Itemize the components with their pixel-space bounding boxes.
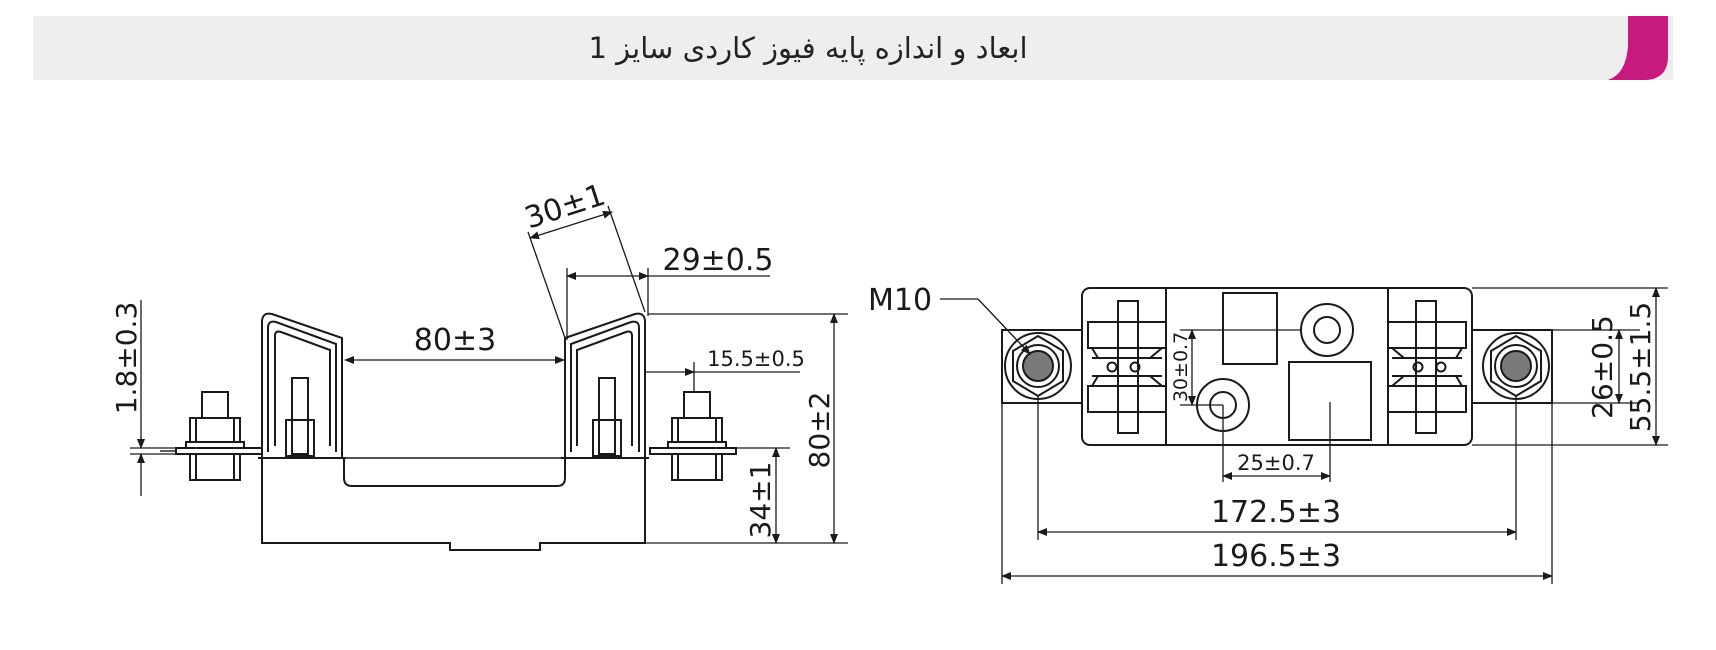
dim-26-05: 26±0.5 (1586, 315, 1619, 419)
dim-80-3: 80±3 (414, 323, 496, 358)
dim-1-8: 1.8±0.3 (110, 302, 143, 415)
dim-172-5: 172.5±3 (1211, 495, 1341, 530)
dim-196-5: 196.5±3 (1211, 539, 1341, 574)
top-view (1001, 287, 1553, 446)
dim-15-5: 15.5±0.5 (707, 347, 805, 371)
side-view-dimensions (130, 205, 848, 544)
label-m10: M10 (868, 283, 932, 318)
left-nut (1004, 332, 1072, 400)
page-title: ابعاد و اندازه پایه فیوز کاردی سایز 1 (588, 31, 1028, 65)
side-view-labels: 80±3 30±1 29±0.5 15.5±0.5 1.8±0.3 80±2 3… (110, 178, 836, 539)
dim-30-07: 30±0.7 (1170, 332, 1192, 402)
right-clip (561, 312, 649, 459)
right-bolt (649, 391, 737, 481)
left-clip (258, 312, 346, 459)
upper-pocket (1222, 292, 1278, 365)
header-band: ابعاد و اندازه پایه فیوز کاردی سایز 1 (33, 16, 1673, 80)
side-view (160, 312, 737, 551)
left-terminal-tab (1001, 329, 1083, 404)
left-contact-clip (1087, 300, 1167, 434)
right-terminal-tab (1471, 329, 1553, 404)
dim-25-07: 25±0.7 (1237, 451, 1315, 475)
dim-80-2: 80±2 (803, 392, 836, 469)
accent-tab (1508, 16, 1668, 80)
dim-29-05: 29±0.5 (662, 243, 773, 278)
right-nut (1482, 332, 1550, 400)
upper-mounting-hole (1300, 303, 1354, 357)
right-contact-clip (1387, 300, 1467, 434)
top-view-dimensions (940, 287, 1668, 584)
left-bolt (160, 391, 263, 481)
top-view-labels: M10 30±0.7 25±0.7 26±0.5 55.5±1.5 172.5±… (868, 283, 1657, 574)
dim-34-1: 34±1 (744, 462, 777, 539)
base-body (261, 457, 646, 551)
dim-55-5: 55.5±1.5 (1624, 302, 1657, 432)
